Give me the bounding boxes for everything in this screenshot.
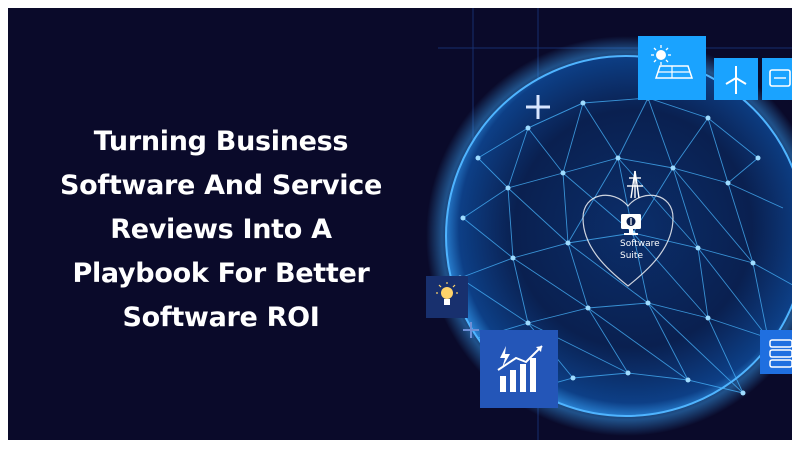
- headline-line-1: Turning Business: [93, 126, 349, 157]
- headline-line-4: Playbook For Better: [72, 258, 370, 289]
- globe-network-illustration: [426, 8, 792, 440]
- lightbulb-icon: [426, 276, 468, 318]
- globe-center-label-line1: Software: [620, 239, 660, 249]
- globe: [445, 55, 792, 417]
- headline-line-3: Reviews Into A: [110, 214, 332, 245]
- headline-line-5: Software ROI: [122, 302, 320, 333]
- headline-line-2: Software And Service: [60, 170, 382, 201]
- power-tower-icon: [627, 170, 643, 199]
- solar-panel-icon: [638, 36, 706, 100]
- hero-banner: Software Suite Turning Business Software…: [8, 8, 792, 440]
- server-icon: [760, 330, 792, 374]
- globe-center-label: Software Suite: [620, 238, 660, 262]
- plus-icon: [526, 95, 550, 119]
- wind-turbine-icon: [714, 58, 758, 100]
- growth-chart-icon: [480, 330, 558, 408]
- globe-center-label-line2: Suite: [620, 251, 643, 261]
- small-plus-icon: [463, 322, 479, 338]
- center-outline: [582, 194, 674, 287]
- battery-icon: [762, 58, 792, 100]
- monitor-icon: [621, 214, 641, 235]
- headline: Turning Business Software And Service Re…: [26, 120, 416, 340]
